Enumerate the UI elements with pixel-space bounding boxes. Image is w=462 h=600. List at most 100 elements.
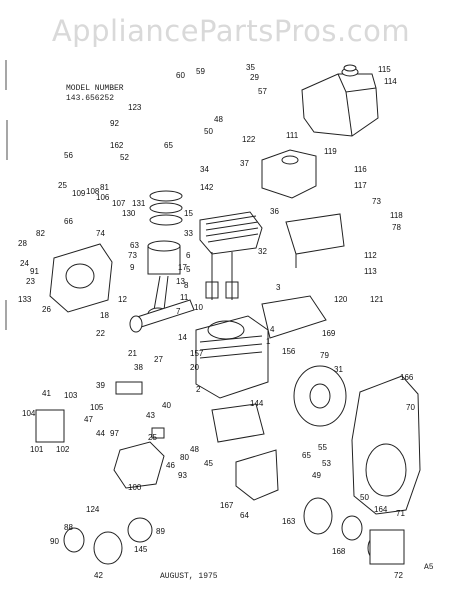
piston-part bbox=[147, 240, 181, 275]
callout: 44 bbox=[96, 429, 105, 438]
callout: 166 bbox=[400, 373, 414, 382]
callout: 119 bbox=[324, 147, 337, 156]
callout: 80 bbox=[180, 453, 189, 462]
callout: 24 bbox=[20, 259, 29, 268]
callout: 130 bbox=[122, 209, 136, 218]
crankcase-cover-part bbox=[49, 243, 113, 313]
callout: 2 bbox=[196, 385, 201, 394]
callout: 79 bbox=[320, 351, 329, 360]
flywheel-part bbox=[293, 365, 347, 427]
base-plate-part bbox=[285, 213, 345, 268]
callout: 73 bbox=[128, 251, 137, 260]
callout: 49 bbox=[312, 471, 321, 480]
tank-bracket-part bbox=[261, 149, 317, 199]
callout: 31 bbox=[334, 365, 343, 374]
callout: 38 bbox=[134, 363, 143, 372]
callout: 36 bbox=[270, 207, 279, 216]
air-filter-part bbox=[63, 517, 153, 565]
callout: 41 bbox=[42, 389, 51, 398]
callout: 97 bbox=[110, 429, 119, 438]
callout: 109 bbox=[72, 189, 86, 198]
callout: 122 bbox=[242, 135, 256, 144]
callout: 115 bbox=[378, 65, 391, 74]
callout: 10 bbox=[194, 303, 203, 312]
callout: 73 bbox=[372, 197, 381, 206]
callout: 18 bbox=[100, 311, 109, 320]
callout: 167 bbox=[220, 501, 234, 510]
callout: 46 bbox=[166, 461, 175, 470]
callout: 82 bbox=[36, 229, 45, 238]
callout: 11 bbox=[180, 293, 189, 302]
muffler-part bbox=[35, 381, 143, 443]
callout: 107 bbox=[112, 199, 126, 208]
callout: 71 bbox=[396, 509, 405, 518]
callout: 55 bbox=[318, 443, 327, 452]
callout: 25 bbox=[148, 433, 157, 442]
callout: 35 bbox=[246, 63, 255, 72]
callout: 144 bbox=[250, 399, 264, 408]
callout: 6 bbox=[186, 251, 191, 260]
callout: 101 bbox=[30, 445, 44, 454]
carburetor-part bbox=[113, 427, 165, 489]
callout: 117 bbox=[354, 181, 367, 190]
callout: 23 bbox=[26, 277, 35, 286]
callout: 32 bbox=[258, 247, 267, 256]
diagram-date: AUGUST, 1975 bbox=[160, 572, 218, 581]
callout: 34 bbox=[200, 165, 209, 174]
callout: 169 bbox=[322, 329, 336, 338]
cylinder-head-part bbox=[199, 211, 263, 255]
callout: 13 bbox=[176, 277, 185, 286]
callout: 63 bbox=[130, 241, 139, 250]
piston-rings-part bbox=[149, 190, 183, 226]
scan-edge-marks bbox=[5, 60, 8, 330]
callout: 88 bbox=[64, 523, 73, 532]
callout: 118 bbox=[390, 211, 403, 220]
callout: 70 bbox=[406, 403, 415, 412]
model-label: MODEL NUMBER bbox=[66, 84, 124, 93]
callout: 21 bbox=[128, 349, 137, 358]
callout: 29 bbox=[250, 73, 259, 82]
callout: 156 bbox=[282, 347, 296, 356]
mount-plate-part bbox=[211, 403, 265, 443]
callout: 100 bbox=[128, 483, 142, 492]
callout: 112 bbox=[364, 251, 377, 260]
callout: 28 bbox=[18, 239, 27, 248]
callout: 8 bbox=[184, 281, 189, 290]
callout: 26 bbox=[42, 305, 51, 314]
callout: 105 bbox=[90, 403, 104, 412]
callout: 114 bbox=[384, 77, 397, 86]
callout: 7 bbox=[176, 307, 181, 316]
crankshaft-part bbox=[129, 299, 195, 333]
callout: 78 bbox=[392, 223, 401, 232]
callout: 131 bbox=[132, 199, 146, 208]
model-number-block: MODEL NUMBER 143.656252 bbox=[66, 84, 124, 104]
callout-labels: 35 29 57 60 59 48 50 123 92 162 52 65 56… bbox=[18, 63, 415, 580]
callout: 22 bbox=[96, 329, 105, 338]
callout: 123 bbox=[128, 103, 142, 112]
callout: 48 bbox=[190, 445, 199, 454]
callout: 92 bbox=[110, 119, 119, 128]
callout: 39 bbox=[96, 381, 105, 390]
callout: 168 bbox=[332, 547, 346, 556]
callout: 164 bbox=[374, 505, 388, 514]
callout: 121 bbox=[370, 295, 384, 304]
callout: 108 bbox=[86, 187, 100, 196]
callout: 157 bbox=[190, 349, 204, 358]
callout: 42 bbox=[94, 571, 103, 580]
callout: 48 bbox=[214, 115, 223, 124]
starter-pulley-part bbox=[303, 497, 405, 565]
callout: 52 bbox=[120, 153, 129, 162]
callout: 103 bbox=[64, 391, 78, 400]
callout: 59 bbox=[196, 67, 205, 76]
callout: 47 bbox=[84, 415, 93, 424]
callout: 17 bbox=[178, 263, 187, 272]
callout: 60 bbox=[176, 71, 185, 80]
callout: 56 bbox=[64, 151, 73, 160]
callout: 3 bbox=[276, 283, 281, 292]
valves-part bbox=[205, 252, 239, 300]
callout: 50 bbox=[360, 493, 369, 502]
callout: 64 bbox=[240, 511, 249, 520]
callout: 4 bbox=[270, 325, 275, 334]
callout: 50 bbox=[204, 127, 213, 136]
